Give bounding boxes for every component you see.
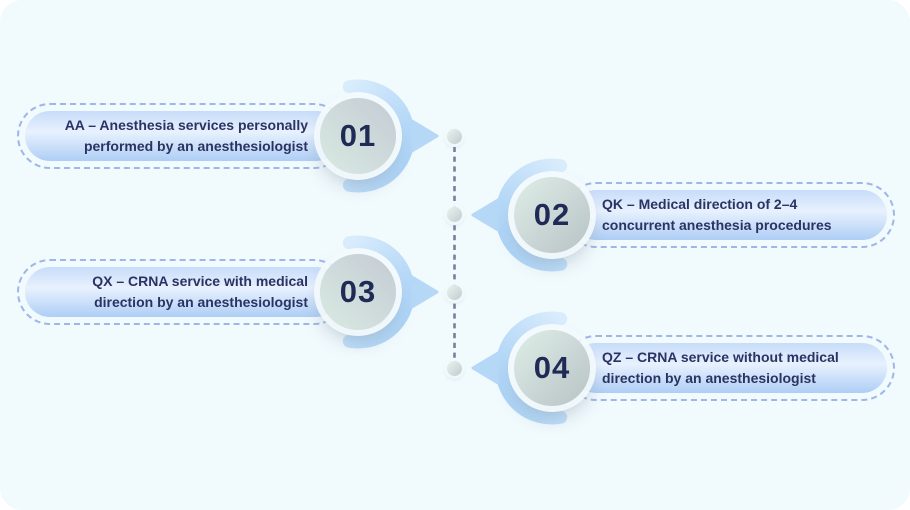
step-number: 04 — [533, 350, 571, 385]
step-number-circle: 04 — [514, 330, 590, 406]
timeline-dot — [447, 285, 462, 300]
pill-label: QK – Medical direction of 2–4 concurrent… — [571, 190, 887, 240]
pill-text-line: direction by an anesthesiologist — [94, 294, 308, 310]
pill-text-line: concurrent anesthesia procedures — [602, 217, 832, 233]
pill-label: QZ – CRNA service without medical direct… — [571, 343, 887, 393]
pill-label: QX – CRNA service with medical direction… — [25, 267, 341, 317]
pill-label: AA – Anesthesia services personally perf… — [25, 111, 341, 161]
timeline-dot — [447, 207, 462, 222]
step-number-circle: 03 — [320, 254, 396, 330]
pill-text-line: AA – Anesthesia services personally — [64, 117, 308, 133]
timeline-dot — [447, 129, 462, 144]
timeline-dot — [447, 361, 462, 376]
step-number: 02 — [533, 197, 571, 232]
pill-text-line: QK – Medical direction of 2–4 — [602, 196, 798, 212]
step-number: 03 — [339, 274, 377, 309]
pill-text-line: QX – CRNA service with medical — [92, 273, 308, 289]
pill-text-line: QZ – CRNA service without medical — [602, 349, 839, 365]
pill-text-line: direction by an anesthesiologist — [602, 370, 816, 386]
step-number-circle: 01 — [320, 98, 396, 174]
step-number: 01 — [339, 118, 377, 153]
step-number-circle: 02 — [514, 177, 590, 253]
pill-text-line: performed by an anesthesiologist — [83, 138, 308, 154]
